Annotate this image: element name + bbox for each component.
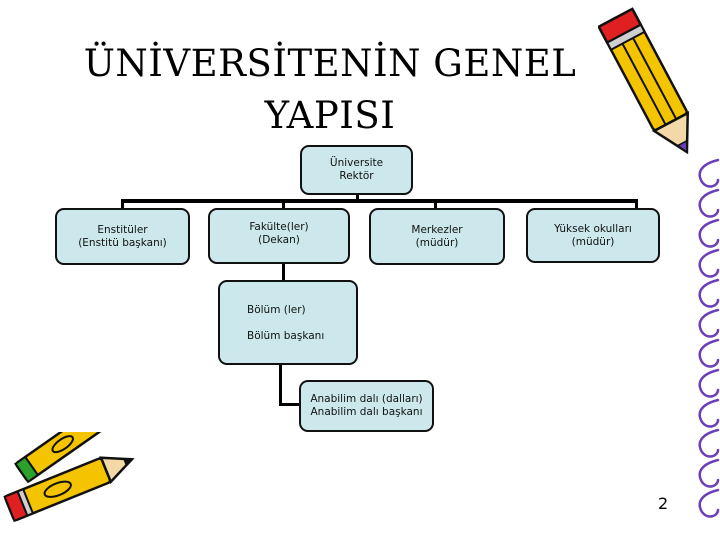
connector-fakulte-bolum (282, 262, 285, 284)
slide-title: ÜNİVERSİTENİN GENEL YAPISI (80, 38, 580, 142)
connector-merkez (434, 199, 437, 211)
org-box-enstituler: Enstitüler (Enstitü başkanı) (55, 208, 190, 265)
org-box-sublabel: (Enstitü başkanı) (78, 236, 167, 249)
org-box-sublabel: (müdür) (571, 235, 615, 248)
org-box-label: Enstitüler (97, 223, 148, 236)
org-box-label: Yüksek okulları (554, 222, 632, 235)
org-box-fakulteler: Fakülte(ler) (Dekan) (208, 208, 350, 264)
org-box-label: Fakülte(ler) (249, 221, 309, 233)
title-line-2: YAPISI (264, 94, 396, 137)
org-box-label: Üniversite (329, 157, 384, 169)
org-box-label: Bölüm (ler) (247, 303, 306, 316)
org-box-anabilim: Anabilim dalı (dalları) Anabilim dalı ba… (299, 380, 434, 432)
org-box-sublabel: (Dekan) (258, 234, 300, 246)
connector-bolum-down (279, 365, 282, 405)
connector-main-horizontal (121, 199, 638, 203)
connector-fakulte (282, 199, 285, 211)
org-box-universite-rektor: Üniversite Rektör (300, 145, 413, 195)
connector-bolum-anabilim (279, 403, 301, 406)
title-line-1: ÜNİVERSİTENİN GENEL (83, 42, 577, 85)
org-box-sublabel: (müdür) (415, 236, 459, 249)
org-box-bolum: Bölüm (ler) Bölüm başkanı (218, 280, 358, 365)
connector-yuksekokul (635, 199, 638, 211)
org-box-label: Anabilim dalı (dalları) (310, 393, 423, 405)
org-box-label: Merkezler (411, 223, 463, 236)
pencils-bottom-left-icon (3, 432, 135, 523)
org-box-sublabel: Bölüm başkanı (247, 329, 325, 342)
spiral-binding-icon (698, 158, 720, 518)
connector-enstitu (121, 199, 124, 211)
pencil-top-right-icon (598, 7, 690, 155)
page-number: 2 (658, 494, 669, 513)
connector-root-down (356, 193, 359, 201)
org-box-sublabel: Rektör (339, 170, 374, 182)
org-box-merkezler: Merkezler (müdür) (369, 208, 505, 265)
org-box-yuksekokullar: Yüksek okulları (müdür) (526, 208, 660, 263)
org-box-sublabel: Anabilim dalı başkanı (310, 406, 423, 418)
